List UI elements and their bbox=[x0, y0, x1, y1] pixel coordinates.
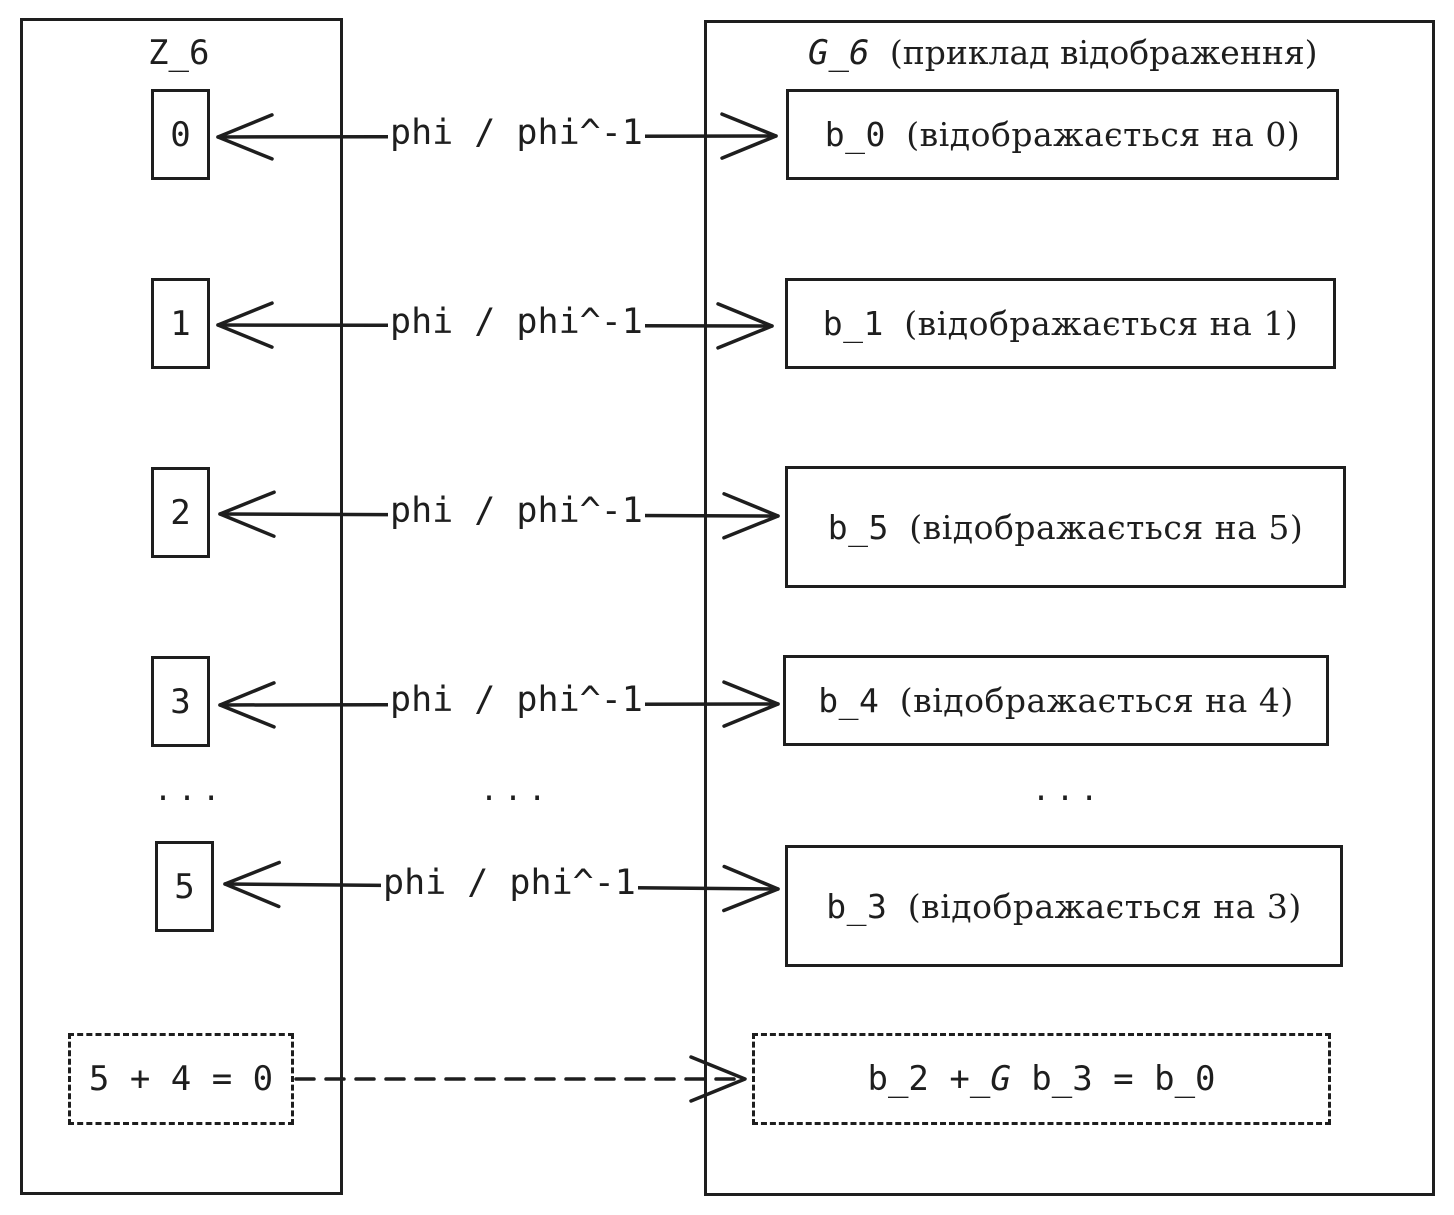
g6-panel bbox=[704, 20, 1435, 1196]
z6-element-0: 0 bbox=[151, 89, 210, 180]
mapping-label-2: phi / phi^-1 bbox=[388, 491, 645, 531]
g6-element-symbol: b_0 bbox=[824, 115, 886, 154]
z6-element-3: 3 bbox=[151, 656, 210, 747]
g6-element-b1: b_1 (відображається на 1) bbox=[785, 278, 1336, 369]
g6-element-note: (відображається на 5) bbox=[909, 507, 1304, 547]
g6-element-b5: b_5 (відображається на 5) bbox=[785, 466, 1346, 588]
g6-ellipsis: ... bbox=[1032, 773, 1105, 808]
z6-element-2: 2 bbox=[151, 467, 210, 558]
g6-element-symbol: b_5 bbox=[827, 507, 889, 547]
g6-element-note: (відображається на 4) bbox=[899, 681, 1294, 720]
g6-equation-rhs: b_3 = b_0 bbox=[1031, 1059, 1216, 1099]
g6-equation-op: _G bbox=[969, 1059, 1011, 1099]
g6-equation: b_2 +_G b_3 = b_0 bbox=[752, 1033, 1331, 1125]
z6-title: Z_6 bbox=[148, 33, 210, 73]
g6-title-note: (приклад відображення) bbox=[889, 33, 1318, 72]
g6-equation-lhs: b_2 + bbox=[867, 1059, 970, 1099]
g6-element-symbol: b_3 bbox=[826, 886, 888, 926]
g6-element-symbol: b_4 bbox=[818, 681, 880, 720]
g6-element-note: (відображається на 1) bbox=[904, 304, 1299, 343]
z6-panel bbox=[20, 18, 343, 1195]
z6-element-5: 5 bbox=[155, 841, 214, 932]
mapping-label-3: phi / phi^-1 bbox=[388, 680, 645, 720]
g6-title-symbol: G_6 bbox=[808, 33, 870, 73]
g6-element-symbol: b_1 bbox=[822, 304, 884, 343]
mapping-label-1: phi / phi^-1 bbox=[388, 302, 645, 342]
mapping-ellipsis: ... bbox=[480, 773, 553, 808]
z6-ellipsis: ... bbox=[154, 773, 227, 808]
g6-element-b4: b_4 (відображається на 4) bbox=[783, 655, 1329, 746]
mapping-label-0: phi / phi^-1 bbox=[388, 113, 645, 153]
g6-title: G_6 (приклад відображення) bbox=[808, 36, 1318, 70]
g6-element-b3: b_3 (відображається на 3) bbox=[785, 845, 1343, 967]
g6-element-b0: b_0 (відображається на 0) bbox=[786, 89, 1339, 180]
mapping-label-5: phi / phi^-1 bbox=[381, 863, 638, 903]
z6-element-1: 1 bbox=[151, 278, 210, 369]
z6-equation: 5 + 4 = 0 bbox=[68, 1033, 294, 1125]
g6-element-note: (відображається на 3) bbox=[907, 886, 1302, 926]
g6-element-note: (відображається на 0) bbox=[906, 115, 1301, 154]
